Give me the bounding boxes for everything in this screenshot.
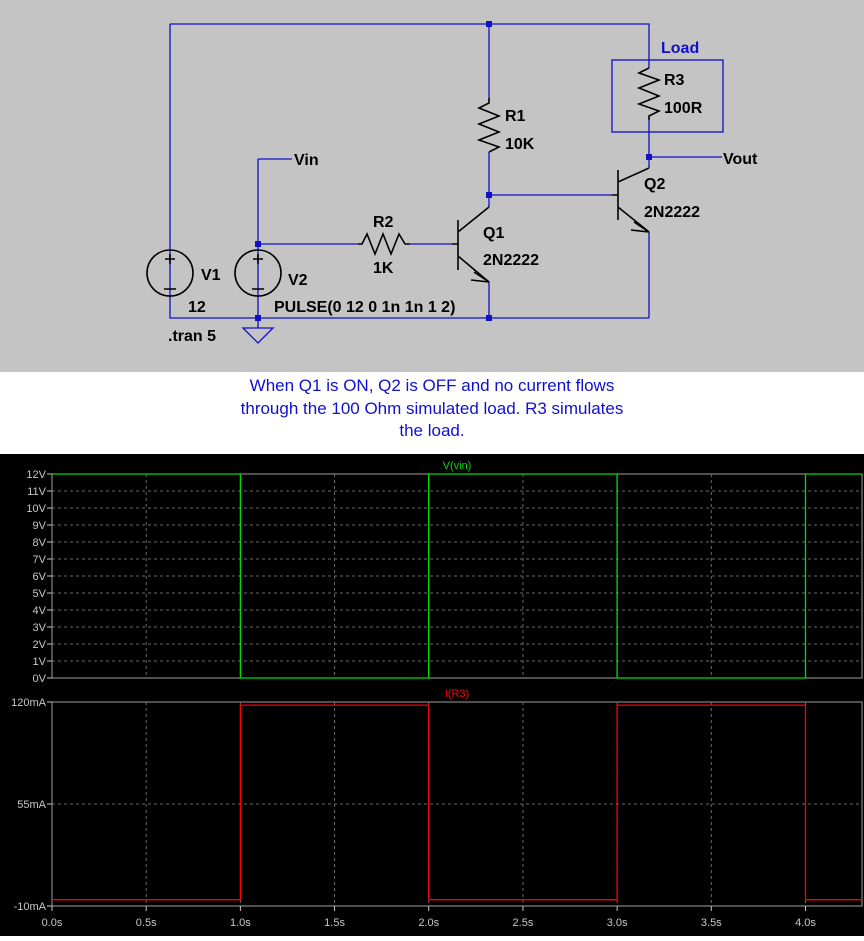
y-tick-label: 9V <box>33 520 47 532</box>
transistor-q1[interactable] <box>452 206 490 283</box>
v2-value[interactable]: PULSE(0 12 0 1n 1n 1 2) <box>274 299 455 316</box>
v1-value[interactable]: 12 <box>188 299 206 316</box>
junctions <box>255 21 652 321</box>
caption-line-1: When Q1 is ON, Q2 is OFF and no current … <box>249 376 615 395</box>
r3-value[interactable]: 100R <box>664 100 703 117</box>
tran-directive[interactable]: .tran 5 <box>168 328 216 345</box>
resistor-r2[interactable] <box>358 231 410 257</box>
y-tick-label: 8V <box>33 537 47 549</box>
x-tick-label: 2.0s <box>418 917 439 929</box>
x-tick-label: 0.0s <box>42 917 63 929</box>
q2-name[interactable]: Q2 <box>644 176 665 193</box>
load-box <box>611 59 724 133</box>
trace-i-r3 <box>52 704 862 901</box>
y-tick-label: 7V <box>33 554 47 566</box>
q1-value[interactable]: 2N2222 <box>483 252 539 269</box>
r2-value[interactable]: 1K <box>373 260 394 277</box>
junction-dot <box>255 315 261 321</box>
y-tick-label: 6V <box>33 571 47 583</box>
junction-dot <box>486 315 492 321</box>
y-tick-label: 12V <box>26 469 46 481</box>
waveform-viewer[interactable]: 12V 11V 10V 9V 8V 7V 6V 5V 4V 3V 2V 1V 0V V(vin) 120mA… <box>0 454 864 936</box>
junction-dot <box>486 192 492 198</box>
junction-dot <box>486 21 492 27</box>
x-tick-label: 3.0s <box>607 917 628 929</box>
x-tick-label: 3.5s <box>701 917 722 929</box>
ground-symbol[interactable] <box>241 327 275 344</box>
y-tick-label: 10V <box>26 503 46 515</box>
v2-name[interactable]: V2 <box>288 272 308 289</box>
y-tick-label: 1V <box>33 656 47 668</box>
q2-value[interactable]: 2N2222 <box>644 204 700 221</box>
y-tick-label: 11V <box>27 486 46 498</box>
voltage-source-v1[interactable] <box>146 249 194 297</box>
annotation-caption: When Q1 is ON, Q2 is OFF and no current … <box>0 372 864 454</box>
v1-name[interactable]: V1 <box>201 267 221 284</box>
caption-line-3: the load. <box>399 421 465 440</box>
schematic-canvas[interactable]: Vin Vout Load R1 10K R2 1K R3 100R Q1 2N… <box>0 0 864 372</box>
r1-name[interactable]: R1 <box>505 108 526 125</box>
x-tick-label: 0.5s <box>136 917 157 929</box>
x-tick-label: 1.5s <box>324 917 345 929</box>
y-tick-label: 3V <box>33 622 47 634</box>
waveform-plot[interactable]: 12V 11V 10V 9V 8V 7V 6V 5V 4V 3V 2V 1V 0V V(vin) 120mA… <box>0 454 864 936</box>
q1-name[interactable]: Q1 <box>483 225 504 242</box>
y-tick-label: 5V <box>33 588 47 600</box>
net-label-vout[interactable]: Vout <box>723 151 758 168</box>
x-tick-label: 2.5s <box>513 917 534 929</box>
transistor-q2[interactable] <box>612 167 650 233</box>
y-tick-label: 0V <box>33 673 47 685</box>
y-tick-label: -10mA <box>14 901 47 913</box>
resistor-r3[interactable] <box>636 67 662 120</box>
x-tick-label: 4.0s <box>795 917 816 929</box>
net-label-vin[interactable]: Vin <box>294 152 319 169</box>
caption-line-2: through the 100 Ohm simulated load. R3 s… <box>240 398 624 418</box>
r3-name[interactable]: R3 <box>664 72 685 89</box>
y-tick-label: 2V <box>33 639 47 651</box>
y-tick-label: 120mA <box>11 697 47 709</box>
voltage-source-v2[interactable] <box>234 249 282 297</box>
r2-name[interactable]: R2 <box>373 214 394 231</box>
y-tick-label: 55mA <box>17 799 46 811</box>
load-label: Load <box>661 40 699 57</box>
resistor-r1[interactable] <box>476 98 502 153</box>
x-tick-label: 1.0s <box>230 917 251 929</box>
r1-value[interactable]: 10K <box>505 136 535 153</box>
trace-title: I(R3) <box>445 688 469 700</box>
wires <box>169 23 722 328</box>
trace-v-vin <box>52 473 862 679</box>
junction-dot <box>255 241 261 247</box>
schematic-drawing: Vin Vout Load R1 10K R2 1K R3 100R Q1 2N… <box>146 21 758 345</box>
trace-title: V(vin) <box>443 460 472 472</box>
y-tick-label: 4V <box>33 605 47 617</box>
